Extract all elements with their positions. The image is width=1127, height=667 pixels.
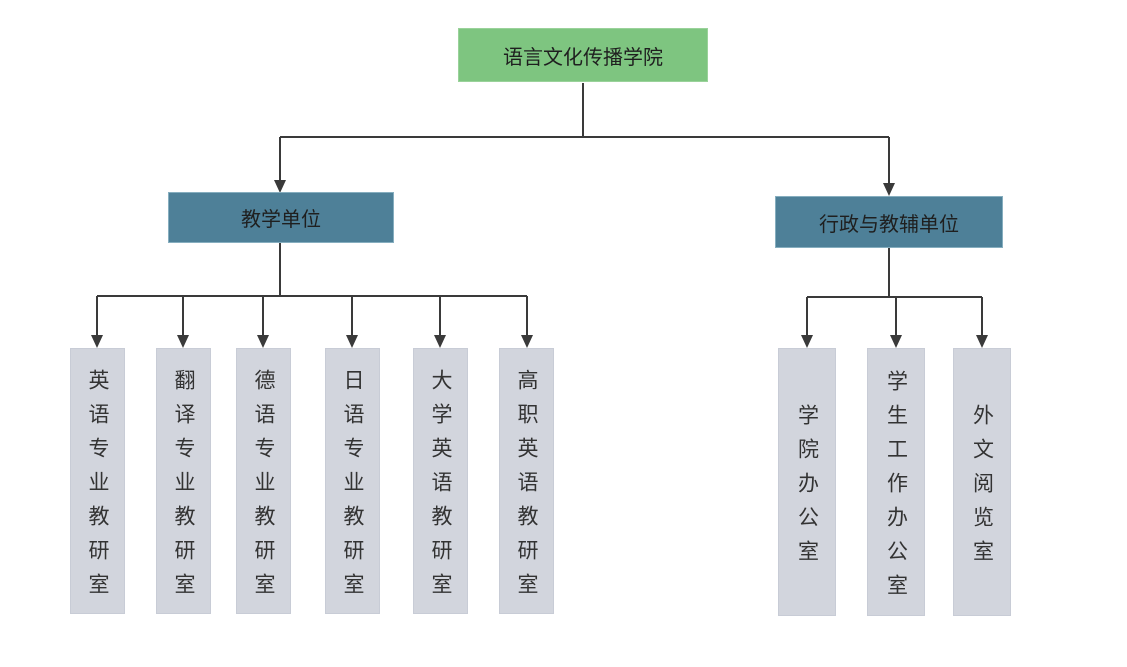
- arrowhead-icon: [346, 335, 358, 348]
- leaf-node-label: 日语专业教研室: [341, 368, 364, 607]
- leaf-node-label: 翻译专业教研室: [172, 368, 195, 607]
- branch-node-teaching: 教学单位: [168, 192, 394, 243]
- arrowhead-icon: [91, 335, 103, 348]
- leaf-node-vocational-english: 高职英语教研室: [499, 348, 554, 614]
- leaf-node-label: 英语专业教研室: [86, 368, 109, 607]
- leaf-node-label: 外文阅览室: [970, 403, 994, 574]
- arrowhead-icon: [521, 335, 533, 348]
- leaf-node-college-english: 大学英语教研室: [413, 348, 468, 614]
- leaf-node-foreign-reading-room: 外文阅览室: [953, 348, 1011, 616]
- leaf-node-label: 大学英语教研室: [429, 368, 452, 607]
- root-node-label: 语言文化传播学院: [503, 46, 663, 69]
- arrowhead-icon: [177, 335, 189, 348]
- root-node: 语言文化传播学院: [458, 28, 708, 82]
- leaf-node-label: 学生工作办公室: [884, 369, 908, 608]
- arrowhead-icon: [976, 335, 988, 348]
- branch-node-label: 行政与教辅单位: [819, 213, 959, 236]
- arrowhead-icon: [257, 335, 269, 348]
- leaf-node-japanese: 日语专业教研室: [325, 348, 380, 614]
- branch-node-admin: 行政与教辅单位: [775, 196, 1003, 248]
- leaf-node-label: 德语专业教研室: [252, 368, 275, 607]
- arrowhead-icon: [801, 335, 813, 348]
- leaf-node-english: 英语专业教研室: [70, 348, 125, 614]
- arrowhead-icon: [883, 183, 895, 196]
- branch-node-label: 教学单位: [241, 209, 321, 231]
- arrowhead-icon: [434, 335, 446, 348]
- leaf-node-label: 学院办公室: [795, 403, 819, 574]
- leaf-node-label: 高职英语教研室: [515, 368, 538, 607]
- arrowhead-icon: [890, 335, 902, 348]
- leaf-node-college-office: 学院办公室: [778, 348, 836, 616]
- leaf-node-translation: 翻译专业教研室: [156, 348, 211, 614]
- leaf-node-german: 德语专业教研室: [236, 348, 291, 614]
- leaf-node-student-affairs-office: 学生工作办公室: [867, 348, 925, 616]
